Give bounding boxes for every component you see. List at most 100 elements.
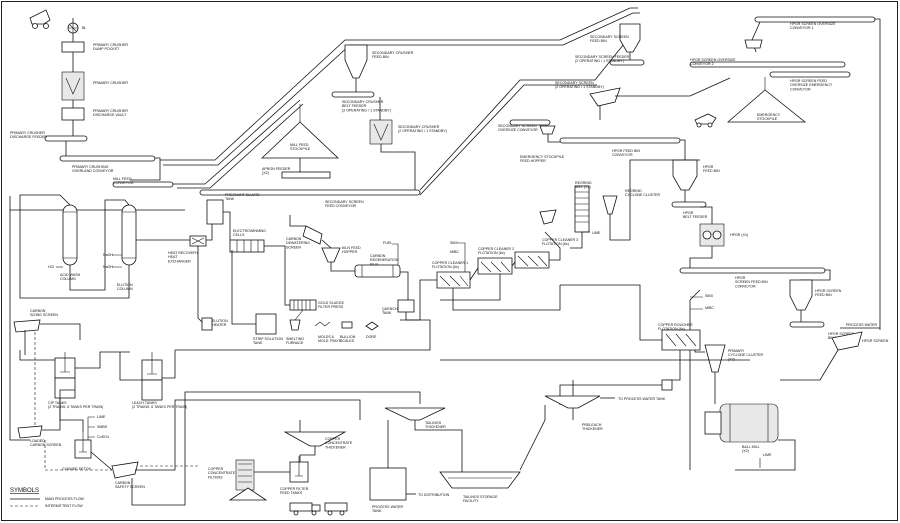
hpgr-belt-feeder xyxy=(671,201,707,208)
fuel-label: FUEL xyxy=(383,241,392,245)
carbon-dewatering-screen xyxy=(302,225,323,245)
primary-crusher xyxy=(61,71,85,101)
smelting-furnace xyxy=(289,319,301,331)
ball-mill-feed-end xyxy=(704,411,722,435)
strip-solution-tank xyxy=(255,313,277,335)
process-water-tank xyxy=(369,467,407,501)
loader-icon xyxy=(694,113,717,128)
primary-crusher-dump-pocket xyxy=(61,41,85,53)
apron-feeder xyxy=(281,171,331,179)
dore-icon xyxy=(365,321,379,331)
copper-cleaner-1-flotation xyxy=(436,271,471,289)
cip-tanks xyxy=(54,352,76,399)
primary-crusher-discharge-feeder xyxy=(44,135,88,142)
leach-tanks xyxy=(141,352,163,401)
pregnant-eluate-tank xyxy=(206,199,224,225)
legend-title: SYMBOLS xyxy=(10,488,39,494)
naoh-1-label: NaOH xyxy=(103,253,113,257)
hpgr-screen-oversize-conveyor-2 xyxy=(689,61,846,68)
concentrate-stockpile xyxy=(228,487,268,501)
preleach-thickener xyxy=(544,395,601,409)
hpgr-screen xyxy=(831,331,863,351)
copper-concentrate-thickener xyxy=(283,431,347,447)
bullion-scales xyxy=(341,321,353,329)
elution-heater xyxy=(201,317,213,331)
legend-intermittent-flow-label: INTERMITTENT FLOW xyxy=(45,504,83,508)
process-water-label: PROCESS WATER xyxy=(846,323,878,327)
secondary-screen-oversize-conveyor xyxy=(509,119,551,126)
primary-crushing-overland-conveyor xyxy=(59,155,156,162)
concentrate-truck-icon xyxy=(289,502,348,516)
naoh-2-label: NaOH xyxy=(103,265,113,269)
acid-wash-column xyxy=(62,204,78,266)
hpgr-screen-feed-oversize-emergency-conveyor xyxy=(769,71,851,78)
kiln-feed-hopper xyxy=(321,247,341,263)
secondary-screen-label: SECONDARY SCREEN(2 OPERATING / 1 STANDBY… xyxy=(555,81,604,89)
lime-3-label: LIME xyxy=(763,453,772,457)
emergency-stockpile-feed-hopper xyxy=(539,125,556,135)
bl-valve-icon xyxy=(67,22,79,34)
mill-feed-conveyor xyxy=(112,181,174,188)
secondary-screen-feed-bin xyxy=(619,23,641,53)
regrind-cyclone-cluster xyxy=(602,195,618,215)
secondary-crusher-belt-feeder xyxy=(331,91,375,98)
loaded-carbon-screen xyxy=(17,425,43,439)
molds-icon xyxy=(314,321,331,327)
smbs-label: SMBS xyxy=(97,425,108,429)
cyanide-detox-label: CYANIDE DETOX xyxy=(62,467,92,471)
dore-label: DORE xyxy=(366,335,377,339)
carbon-safety-screen xyxy=(111,461,139,479)
rougher-tail-pump xyxy=(661,379,673,391)
elution-column xyxy=(121,204,137,266)
to-distribution-label: TO DISTRIBUTION xyxy=(418,493,450,497)
ball-mill-label: BALL MILL(X2) xyxy=(742,445,760,453)
emergency-stockpile xyxy=(726,89,807,123)
ball-mill xyxy=(719,403,779,443)
tailings-storage-facility xyxy=(439,471,521,489)
secondary-screen-feed-conveyor xyxy=(199,189,421,196)
mibc-2-label: MIBC xyxy=(705,306,714,310)
lime-2-label: LIME xyxy=(592,231,601,235)
cyanide-detox-tank xyxy=(74,432,92,459)
regrind-feed-hopper xyxy=(539,209,557,225)
primary-crusher-label: PRIMARY CRUSHER xyxy=(93,81,128,85)
secondary-crusher-label: SECONDARY CRUSHER(2 OPERATING / 1 STANDB… xyxy=(398,125,447,133)
hpgr-label: HPGR (X1) xyxy=(730,233,748,237)
copper-filter-feed-tanks xyxy=(289,456,309,483)
primary-crusher-discharge-vault xyxy=(61,107,85,121)
hpgr-screen-oversize-conveyor-1 xyxy=(754,16,876,23)
apron-feeder-label: APRON FEEDER(X2) xyxy=(262,167,291,175)
secondary-screen-feeder xyxy=(609,59,645,66)
hpgr-screen-belt-feeder xyxy=(789,321,825,328)
